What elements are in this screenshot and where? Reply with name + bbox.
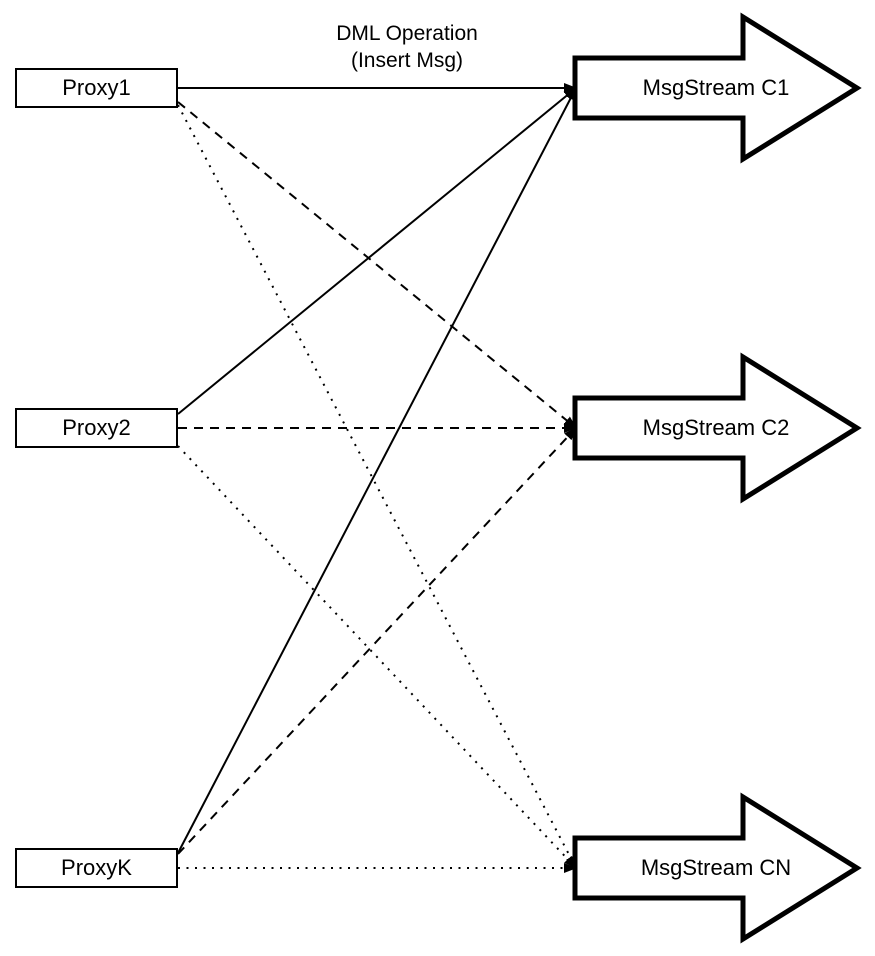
msgstream-c1-arrow <box>572 12 862 164</box>
msgstream-c2-label: MsgStream C2 <box>642 415 790 440</box>
diagram-title: DML Operation (Insert Msg) <box>277 20 537 74</box>
proxy2-label: Proxy2 <box>62 415 131 440</box>
edge-proxy2-cn-dotted <box>177 445 577 869</box>
title-line-2: (Insert Msg) <box>350 49 463 72</box>
node-proxy2: Proxy2 <box>15 408 178 448</box>
node-proxy1: Proxy1 <box>15 68 178 108</box>
msgstream-c1-label: MsgStream C1 <box>642 75 790 100</box>
edge-proxy1-cn-dotted <box>177 104 577 869</box>
edge-proxy1-c2-dashed <box>177 101 577 429</box>
edge-proxyk-c2-dashed <box>177 427 577 855</box>
msgstream-c2-arrow <box>572 352 862 504</box>
proxyk-label: ProxyK <box>61 855 132 880</box>
proxy1-label: Proxy1 <box>62 75 131 100</box>
msgstream-cn-arrow <box>572 792 862 944</box>
msgstream-cn-label: MsgStream CN <box>640 855 792 880</box>
title-line-1: DML Operation <box>336 22 478 45</box>
edges-layer <box>177 83 577 873</box>
stream-arrows-layer <box>572 12 862 944</box>
node-proxyk: ProxyK <box>15 848 178 888</box>
edge-proxyk-c1-solid <box>177 87 577 854</box>
edge-proxy2-c1-solid <box>177 87 577 415</box>
